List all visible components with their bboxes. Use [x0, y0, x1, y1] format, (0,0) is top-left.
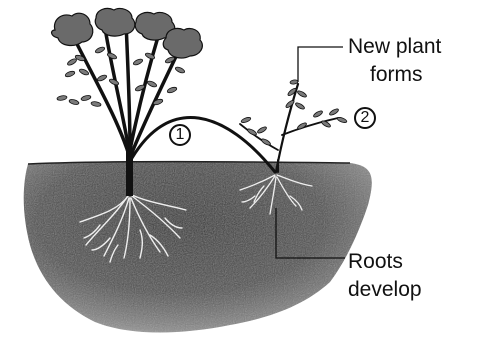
- marker-two: 2: [354, 107, 376, 129]
- soil: [24, 162, 372, 333]
- new-plant-label-line1: New plant: [348, 34, 441, 59]
- roots-label-line2: develop: [348, 277, 422, 302]
- marker-one: 1: [169, 124, 191, 146]
- new-plant-stems: [240, 84, 338, 172]
- roots-label-line1: Roots: [348, 249, 403, 274]
- new-plant-label-line2: forms: [370, 62, 423, 87]
- new-plant-leader: [298, 47, 343, 82]
